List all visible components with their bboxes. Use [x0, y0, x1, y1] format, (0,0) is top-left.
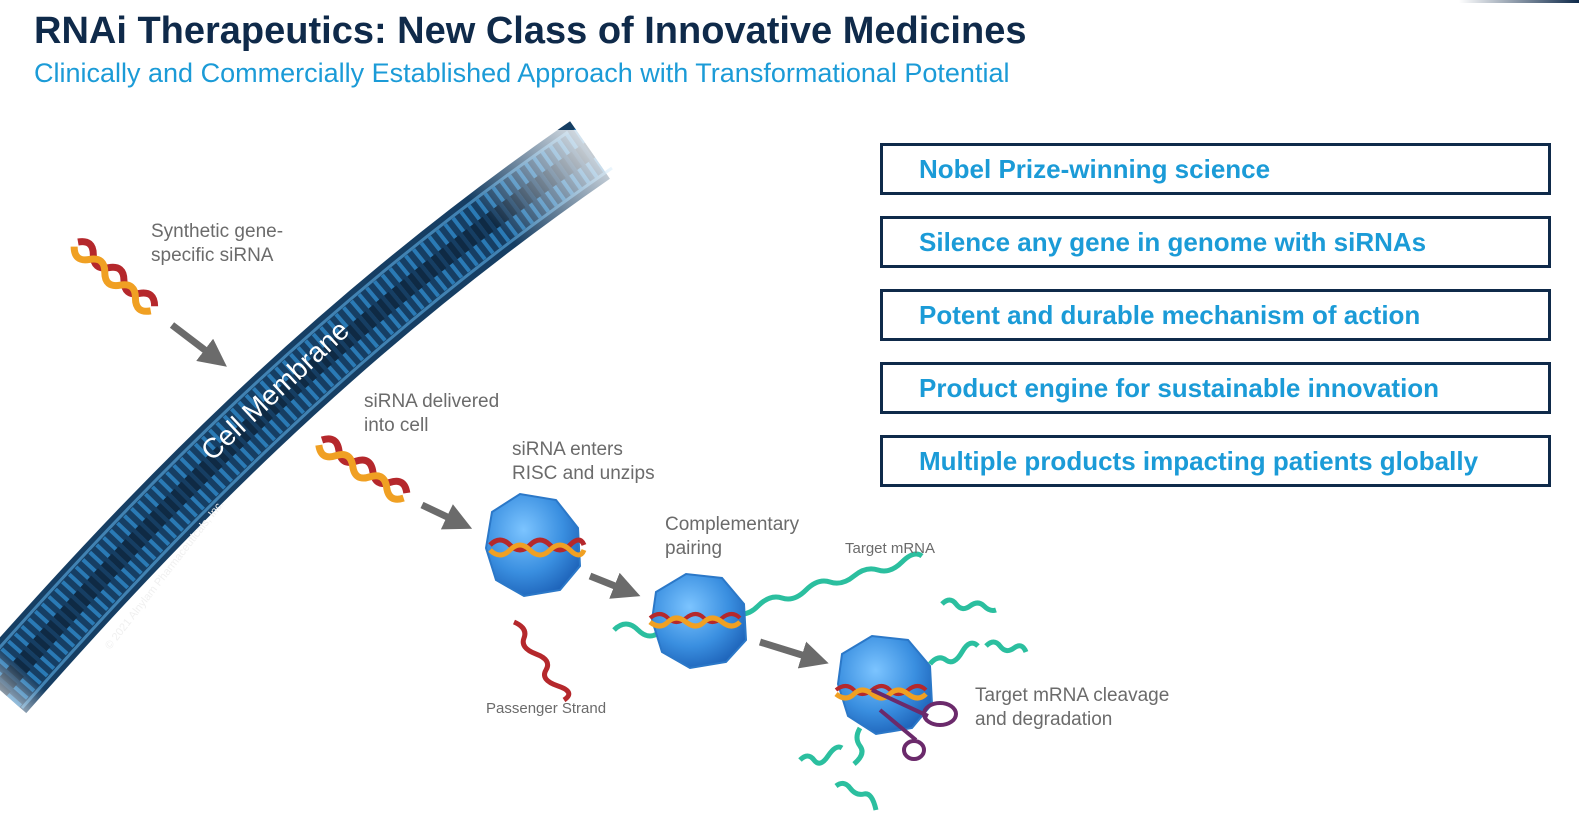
highlight-text-4: Product engine for sustainable innovatio…: [919, 372, 1440, 403]
pairing-label-line2: pairing: [665, 538, 722, 559]
cleavage-label-line2: and degradation: [975, 709, 1112, 730]
delivered-sirna-helix: [315, 435, 411, 503]
highlight-box-1: Nobel Prize-winning science: [880, 143, 1551, 195]
passenger-strand: [512, 619, 572, 703]
highlight-text-2: Silence any gene in genome with siRNAs: [919, 226, 1427, 257]
highlight-box-5: Multiple products impacting patients glo…: [880, 435, 1551, 487]
highlight-box-4: Product engine for sustainable innovatio…: [880, 362, 1551, 414]
synthetic-sirna-label-line1: Synthetic gene-: [151, 221, 283, 242]
arrow-1: [169, 322, 227, 367]
scissors-icon: [871, 688, 958, 761]
pairing-label-line1: Complementary: [665, 514, 800, 535]
risc-complex-1: [484, 492, 587, 598]
arrow-3: [588, 572, 641, 599]
delivered-label-line1: siRNA delivered: [364, 391, 499, 412]
passenger-strand-label: Passenger Strand: [486, 700, 606, 717]
highlight-text-1: Nobel Prize-winning science: [919, 153, 1271, 184]
risc-complex-2: [648, 572, 748, 670]
cleavage-label-line1: Target mRNA cleavage: [975, 685, 1169, 706]
highlight-box-3: Potent and durable mechanism of action: [880, 289, 1551, 341]
arrow-4: [758, 638, 829, 669]
highlight-text-5: Multiple products impacting patients glo…: [919, 445, 1479, 476]
highlight-text-3: Potent and durable mechanism of action: [919, 299, 1421, 330]
top-accent-rule: [1459, 0, 1579, 3]
delivered-label-line2: into cell: [364, 415, 428, 436]
risc-complex-3: [834, 634, 934, 736]
risc-label-line2: RISC and unzips: [512, 463, 655, 484]
page-title: RNAi Therapeutics: New Class of Innovati…: [34, 10, 1027, 52]
target-mrna-label: Target mRNA: [845, 540, 935, 557]
synthetic-sirna-helix: [70, 238, 159, 315]
highlight-box-2: Silence any gene in genome with siRNAs: [880, 216, 1551, 268]
risc-label-line1: siRNA enters: [512, 439, 623, 460]
cell-membrane: [0, 121, 620, 730]
arrow-2: [420, 501, 473, 530]
page-subtitle: Clinically and Commercially Established …: [34, 58, 1010, 88]
mrna-fragments: [798, 597, 1029, 811]
synthetic-sirna-label-line2: specific siRNA: [151, 245, 274, 266]
